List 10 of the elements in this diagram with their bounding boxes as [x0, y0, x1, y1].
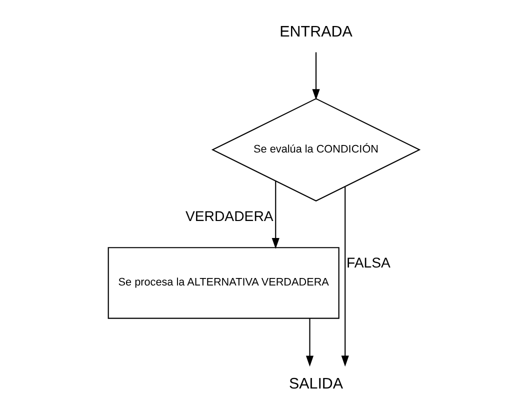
node-diamond: Se evalúa la CONDICIÓN [211, 98, 421, 202]
edge-label: FALSA [346, 254, 390, 271]
edge-label: VERDADERA [185, 208, 274, 224]
node-text: ENTRADA [280, 23, 352, 40]
arrow [306, 318, 314, 367]
arrow [341, 187, 349, 367]
node-box: Se procesa la ALTERNATIVA VERDADERA [108, 247, 340, 319]
arrow [312, 52, 320, 100]
node-text: SALIDA [288, 376, 344, 393]
arrow [272, 181, 280, 249]
